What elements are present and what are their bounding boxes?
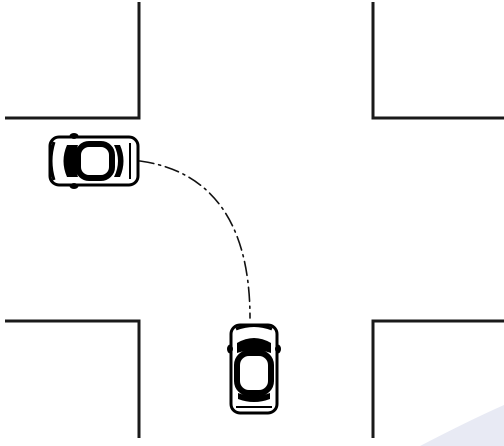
road-edges bbox=[5, 2, 504, 438]
turn-path-line bbox=[139, 160, 251, 319]
road-corner-top-left bbox=[5, 2, 141, 120]
road-corner-top-right bbox=[371, 2, 504, 120]
corner-shade bbox=[420, 405, 504, 446]
road-corner-bottom-right bbox=[371, 319, 504, 438]
car-up-facing-icon bbox=[227, 323, 281, 415]
road-corner-bottom-left bbox=[5, 319, 141, 438]
car-left-facing-icon bbox=[48, 133, 140, 189]
